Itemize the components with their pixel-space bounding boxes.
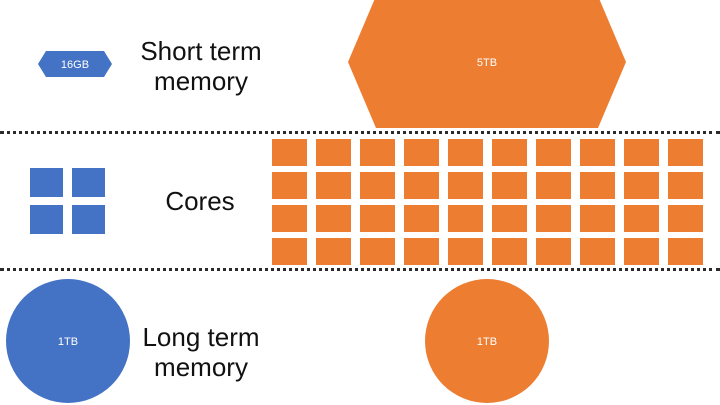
blue-core-grid: [30, 168, 106, 234]
orange-core-tile: [404, 139, 439, 166]
orange-core-tile: [624, 139, 659, 166]
blue-core-tile: [72, 168, 105, 197]
long-term-label-line1: Long term: [142, 322, 260, 352]
orange-core-tile: [536, 238, 571, 265]
orange-core-tile: [580, 238, 615, 265]
orange-core-tile: [580, 205, 615, 232]
blue-core-tile: [72, 205, 105, 234]
orange-core-tile: [360, 172, 395, 199]
orange-core-tile: [624, 205, 659, 232]
large-blue-circle: 1TB: [6, 279, 130, 403]
orange-core-tile: [580, 172, 615, 199]
small-blue-hexagon: 16GB: [38, 51, 112, 77]
orange-core-tile: [272, 139, 307, 166]
orange-core-tile: [492, 205, 527, 232]
orange-core-tile: [536, 205, 571, 232]
orange-core-tile: [492, 238, 527, 265]
orange-core-tile: [404, 172, 439, 199]
orange-core-tile: [492, 139, 527, 166]
short-term-label-line2: memory: [154, 66, 248, 96]
long-term-memory-label: Long term memory: [128, 322, 274, 382]
orange-core-tile: [316, 172, 351, 199]
short-term-label-line1: Short term: [140, 36, 262, 66]
orange-core-tile: [316, 238, 351, 265]
orange-core-tile: [624, 238, 659, 265]
large-orange-hexagon: 5TB: [348, 0, 626, 128]
orange-core-tile: [668, 172, 703, 199]
orange-core-tile: [448, 205, 483, 232]
orange-core-tile: [492, 172, 527, 199]
cores-label: Cores: [165, 186, 235, 216]
orange-core-tile: [624, 172, 659, 199]
orange-core-tile: [404, 205, 439, 232]
orange-core-tile: [536, 172, 571, 199]
blue-core-tile: [30, 205, 63, 234]
short-term-left-value: 16GB: [61, 59, 89, 71]
orange-core-tile: [404, 238, 439, 265]
blue-core-tile: [30, 168, 63, 197]
long-term-label-line2: memory: [154, 352, 248, 382]
orange-core-tile: [448, 172, 483, 199]
divider-bottom: [0, 268, 720, 271]
short-term-memory-label: Short term memory: [128, 36, 274, 96]
orange-core-tile: [580, 139, 615, 166]
orange-core-tile: [448, 139, 483, 166]
orange-core-tile: [668, 139, 703, 166]
orange-core-tile: [668, 238, 703, 265]
long-term-right-value: 1TB: [477, 336, 497, 348]
orange-circle: 1TB: [425, 279, 549, 403]
long-term-left-value: 1TB: [58, 336, 78, 348]
orange-core-tile: [360, 205, 395, 232]
divider-top: [0, 131, 720, 134]
orange-core-tile: [272, 172, 307, 199]
orange-core-tile: [668, 205, 703, 232]
orange-core-tile: [536, 139, 571, 166]
orange-core-grid: [272, 139, 703, 265]
orange-core-tile: [316, 205, 351, 232]
orange-core-tile: [360, 238, 395, 265]
orange-core-tile: [316, 139, 351, 166]
orange-core-tile: [360, 139, 395, 166]
orange-core-tile: [448, 238, 483, 265]
orange-core-tile: [272, 205, 307, 232]
orange-core-tile: [272, 238, 307, 265]
short-term-right-value: 5TB: [477, 57, 497, 69]
